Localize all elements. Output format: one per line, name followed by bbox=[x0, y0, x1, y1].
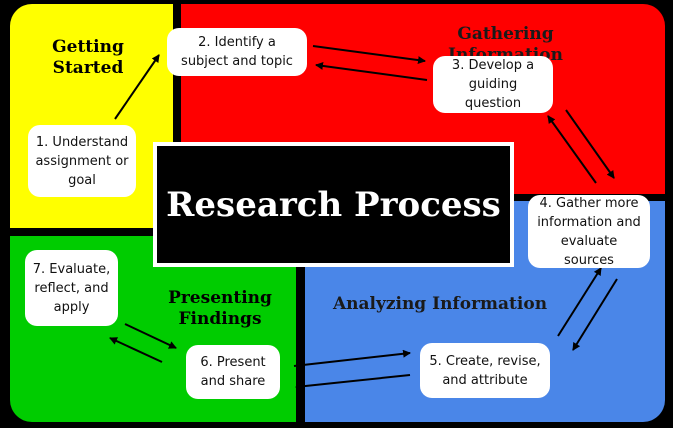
arrow-3-to-2 bbox=[315, 61, 428, 81]
arrow-5-to-4 bbox=[557, 267, 602, 337]
arrow-4-to-5 bbox=[572, 278, 618, 351]
arrow-2-to-3 bbox=[312, 45, 426, 65]
step-gather-information: 4. Gather more information and evaluate … bbox=[528, 195, 650, 268]
step-evaluate-reflect: 7. Evaluate, reflect, and apply bbox=[25, 250, 118, 326]
page-title: Research Process bbox=[153, 142, 514, 267]
label-getting-started: Getting Started bbox=[52, 37, 124, 78]
arrow-7-to-6 bbox=[124, 323, 177, 349]
label-presenting-findings: Presenting Findings bbox=[168, 288, 272, 329]
arrow-3-to-4 bbox=[565, 109, 615, 179]
arrow-6-to-5 bbox=[293, 349, 411, 367]
step-create-revise: 5. Create, revise, and attribute bbox=[420, 343, 550, 398]
step-develop-question: 3. Develop a guiding question bbox=[433, 56, 553, 113]
arrow-6-to-7 bbox=[109, 337, 163, 363]
label-analyzing-information: Analyzing Information bbox=[332, 294, 548, 314]
arrow-1-to-2 bbox=[114, 54, 160, 120]
arrow-5-to-6 bbox=[295, 374, 411, 391]
step-present-share: 6. Present and share bbox=[186, 345, 280, 399]
step-identify-subject: 2. Identify a subject and topic bbox=[167, 28, 307, 76]
arrow-4-to-3 bbox=[547, 115, 597, 184]
step-understand-assignment: 1. Understand assignment or goal bbox=[28, 125, 136, 197]
